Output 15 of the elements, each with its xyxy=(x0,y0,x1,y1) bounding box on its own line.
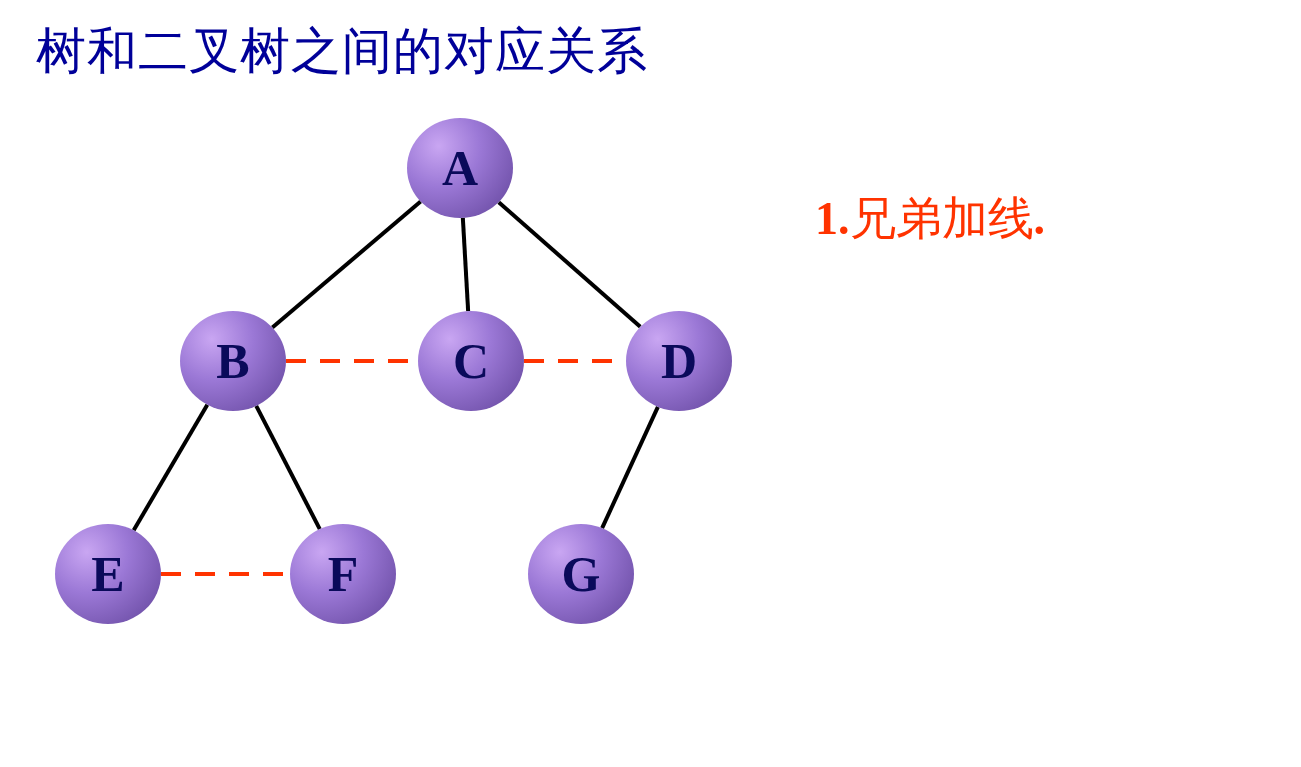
tree-edge xyxy=(497,200,642,329)
node-label: B xyxy=(216,336,250,386)
tree-edge xyxy=(600,406,660,529)
tree-edge xyxy=(131,403,210,532)
node-label: D xyxy=(660,336,698,386)
tree-edge xyxy=(460,217,471,312)
step-note: 1.兄弟加线. xyxy=(815,190,1045,247)
node-label: F xyxy=(327,549,359,599)
tree-edge xyxy=(271,199,422,330)
node-label: A xyxy=(441,143,479,193)
node-label: C xyxy=(452,336,490,386)
node-label: E xyxy=(91,549,125,599)
node-label: G xyxy=(561,549,601,599)
tree-edge xyxy=(254,405,322,530)
title: 树和二叉树之间的对应关系 xyxy=(36,21,648,82)
